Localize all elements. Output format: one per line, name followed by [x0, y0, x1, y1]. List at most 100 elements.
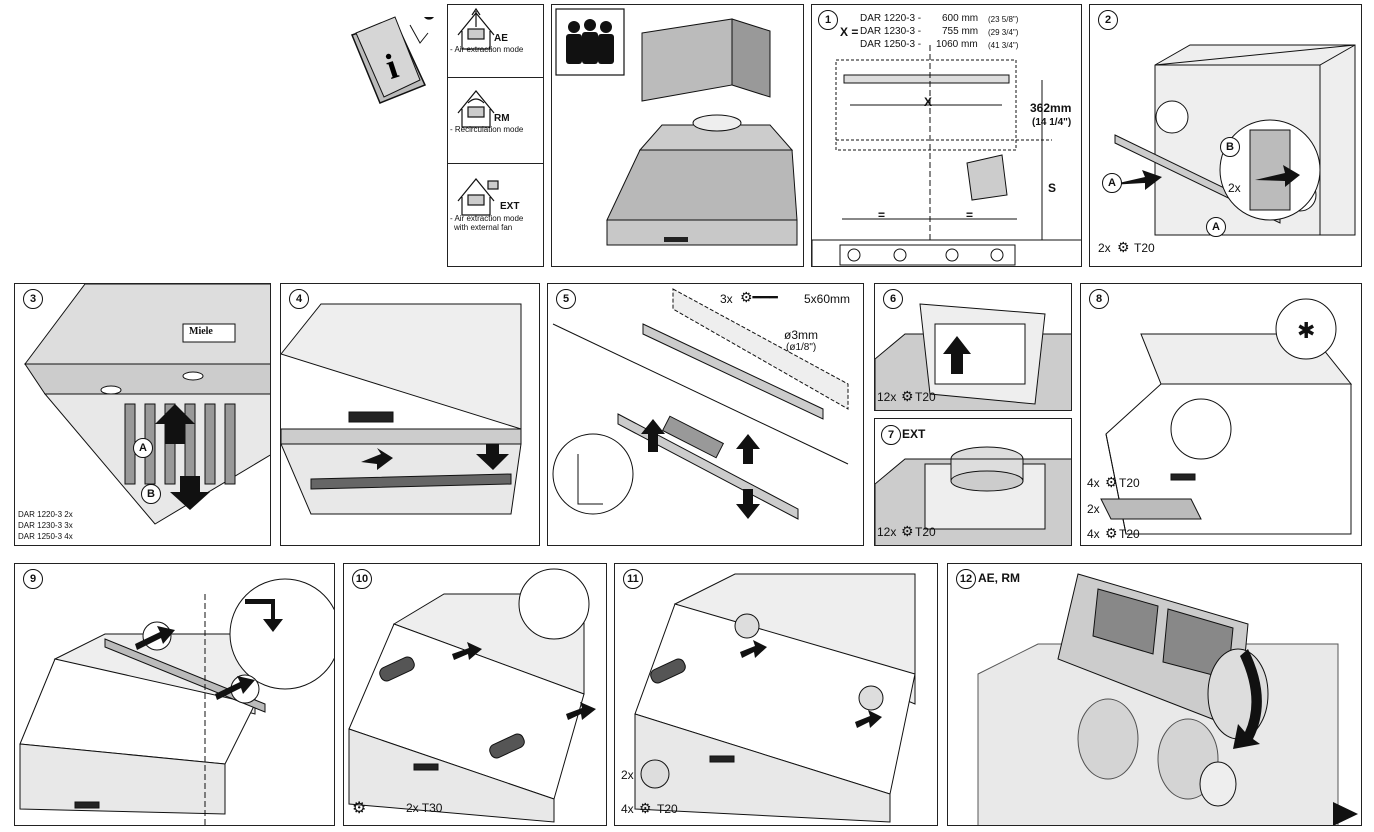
mode-rm-code: RM	[494, 113, 510, 124]
step-11-panel: 11 2x 4x ⚙ T20	[614, 563, 938, 826]
torx-screw-icon: ⚙	[352, 800, 367, 817]
mode-ae-desc: - Air extraction mode	[450, 45, 524, 54]
torx-screw-icon: ⚙	[1117, 239, 1130, 255]
screw-qty: 4x	[621, 802, 634, 816]
label-a: A	[133, 438, 153, 458]
screw-qty: 2x	[1098, 241, 1111, 255]
model-row-2: DAR 1230-3 -	[860, 26, 922, 37]
step-1-panel: 1 X = DAR 1220-3 - 600 mm (23 5/8") DAR …	[811, 4, 1082, 267]
mode-ext-code: EXT	[500, 201, 520, 212]
step-12-panel: 12 AE, RM	[947, 563, 1362, 826]
modes-panel: AE - Air extraction mode RM - Recirculat…	[447, 4, 544, 267]
step-number: 6	[883, 289, 903, 309]
label-a-right: A	[1206, 217, 1226, 237]
two-people-icon	[566, 19, 614, 64]
house-icons	[457, 7, 499, 216]
filter-count-1250: DAR 1250-3 4x	[18, 532, 73, 541]
model-row-3: DAR 1250-3 -	[860, 39, 922, 50]
height-in: (14 1/4")	[1032, 117, 1072, 128]
step-5-panel: 5 3x ⚙━━━ 5x60mm ø3mm (ø1/8")	[547, 283, 864, 546]
model-row-3-mm: 1060 mm	[936, 39, 978, 50]
hood-screw-illustration: ✱	[1100, 298, 1353, 535]
step-number: 4	[289, 289, 309, 309]
info-booklet-icon: i	[340, 5, 440, 105]
torx-screw-icon: ⚙	[901, 523, 914, 539]
wall-anchor-illustration	[634, 573, 916, 823]
step-7-panel: 7 EXT 12x ⚙ T20	[874, 418, 1072, 546]
step-number: 11	[623, 569, 643, 589]
drill-diameter-in: (ø1/8")	[786, 342, 817, 353]
mode-ext-desc1: - Air extraction mode	[450, 214, 524, 223]
mounting-rail-illustration	[552, 288, 849, 520]
step-4-panel: 4	[280, 283, 540, 546]
brand-label: Miele	[189, 326, 213, 337]
mode-ae-code: AE	[494, 33, 508, 44]
torx-screw-icon: ⚙	[901, 388, 914, 404]
model-row-2-mm: 755 mm	[942, 26, 979, 37]
light-strip-removal-illustration	[281, 303, 522, 515]
torx-screw-icon: ⚙	[1105, 525, 1118, 541]
divider	[448, 77, 543, 78]
step-number: 12	[956, 569, 976, 589]
divider	[448, 163, 543, 164]
screw-qty-1: 4x	[1087, 476, 1100, 490]
screw-qty: 12x	[877, 390, 897, 404]
dimension-drawing	[812, 45, 1081, 266]
screw-type: T20	[915, 525, 936, 539]
screw-type-1: T20	[1119, 476, 1140, 490]
step-number: 1	[818, 10, 838, 30]
eq-left: =	[878, 208, 886, 222]
model-row-3-in: (41 3/4")	[988, 41, 1019, 50]
step-2-panel: 2 A A B 2x 2x ⚙ T20	[1089, 4, 1362, 267]
step-number: 3	[23, 289, 43, 309]
drill-diameter: ø3mm	[784, 328, 818, 342]
height-mm: 362mm	[1030, 101, 1072, 115]
screw-type: T20	[1134, 241, 1155, 255]
step-number: 7	[881, 425, 901, 445]
screw-qty-2x: 2x	[1228, 181, 1241, 195]
model-row-2-in: (29 3/4")	[988, 28, 1019, 37]
mode-ext-desc2: with external fan	[454, 223, 513, 232]
torx-screw-icon: ⚙	[1105, 474, 1118, 490]
step-3-panel: 3 Miele A B DAR 1220-3 2x DAR 1230-3 3x …	[14, 283, 271, 546]
mode-label: EXT	[902, 427, 926, 441]
filter-count-1230: DAR 1230-3 3x	[18, 521, 73, 530]
screw-type: T20	[915, 390, 936, 404]
rail-removal-illustration	[1110, 44, 1356, 236]
screw-size: 5x60mm	[804, 292, 851, 306]
torx-screw-icon: ⚙	[639, 800, 652, 816]
screw-type: T20	[657, 802, 678, 816]
step-number: 5	[556, 289, 576, 309]
mode-rm-desc: - Recirculation mode	[450, 125, 524, 134]
svg-text:✱: ✱	[1297, 318, 1315, 343]
step-6-panel: 6 12x ⚙ T20	[874, 283, 1072, 411]
grease-filter-illustration	[24, 284, 270, 525]
step-9-panel: 9	[14, 563, 335, 826]
screw-qty: 2x T30	[406, 801, 443, 815]
screw-qty: 3x	[720, 292, 733, 306]
filter-count-1220: DAR 1220-3 2x	[18, 510, 73, 519]
model-row-1: DAR 1220-3 -	[860, 13, 922, 24]
mode-label: AE, RM	[978, 571, 1020, 585]
bracket-qty: 2x	[1087, 502, 1100, 516]
model-row-1-in: (23 5/8")	[988, 15, 1019, 24]
s-label: S	[1048, 181, 1057, 195]
x-equals-label: X =	[840, 25, 859, 39]
x-dimension-label: X	[924, 95, 933, 109]
screw-qty: 12x	[877, 525, 897, 539]
ext-duct-illustration	[875, 446, 1071, 545]
hang-hood-illustration	[19, 578, 334, 825]
step-number: 8	[1089, 289, 1109, 309]
screw-hood-illustration	[348, 568, 596, 823]
screw-qty-3: 4x	[1087, 527, 1100, 541]
next-page-icon	[1333, 802, 1358, 825]
screw-type-3: T20	[1119, 527, 1140, 541]
step-number: 2	[1098, 10, 1118, 30]
fan-insertion-illustration	[977, 573, 1358, 825]
intro-panel	[551, 4, 804, 267]
step-number: 9	[23, 569, 43, 589]
anchor-qty: 2x	[621, 768, 634, 782]
eq-right: =	[966, 208, 974, 222]
label-b: B	[1220, 137, 1240, 157]
label-b: B	[141, 484, 161, 504]
